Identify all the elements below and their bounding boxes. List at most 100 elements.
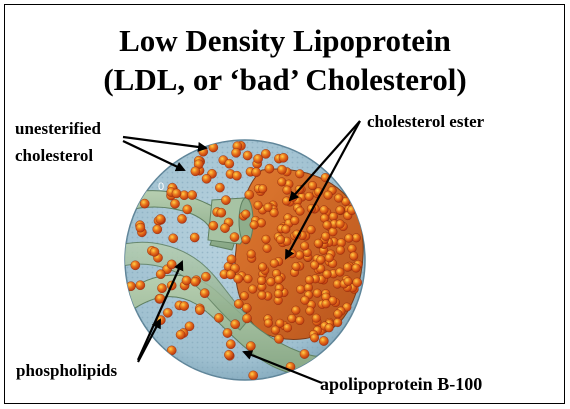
lipid-sphere [282, 185, 292, 195]
lipid-sphere [263, 318, 273, 328]
lipid-sphere [201, 173, 212, 184]
lipid-sphere [232, 170, 242, 181]
lipid-sphere [248, 284, 258, 294]
lipid-sphere [295, 206, 305, 216]
lipid-sphere [319, 205, 329, 215]
lipid-sphere [261, 234, 271, 244]
lipid-sphere [258, 262, 268, 272]
lipid-sphere [230, 319, 240, 330]
lipid-sphere [269, 208, 279, 218]
lipid-sphere [253, 153, 263, 164]
lipid-sphere [277, 164, 287, 175]
lipid-sphere [274, 334, 284, 344]
lipid-sphere [226, 254, 237, 265]
lipid-sphere [269, 258, 279, 268]
lipid-sphere [335, 219, 345, 229]
lipid-sphere [187, 190, 197, 200]
lipid-sphere [208, 220, 219, 231]
lipid-sphere [291, 262, 301, 272]
lipid-sphere [239, 291, 249, 301]
lipid-sphere [296, 284, 306, 294]
lipid-sphere [290, 216, 300, 226]
lipid-sphere [304, 275, 314, 285]
lipid-sphere [308, 181, 318, 191]
label-apolipoprotein: apolipoprotein B-100 [320, 374, 483, 394]
lipid-sphere [281, 224, 291, 234]
lipid-sphere [318, 336, 329, 346]
title-line-1: Low Density Lipoprotein [119, 23, 451, 58]
lipid-sphere [189, 232, 200, 243]
lipid-sphere [323, 190, 333, 200]
lipid-sphere [242, 313, 252, 324]
lipid-sphere [270, 325, 280, 335]
lipid-sphere [224, 349, 234, 360]
lipid-sphere [335, 245, 345, 255]
lipid-sphere [225, 269, 236, 280]
lipid-sphere [231, 147, 241, 158]
lipid-sphere [283, 323, 293, 333]
lipid-sphere [253, 200, 263, 210]
lipid-sphere [278, 152, 289, 163]
lipid-sphere [249, 220, 259, 230]
lipid-sphere [199, 288, 210, 299]
lipid-sphere [171, 188, 182, 199]
lipid-sphere [175, 329, 186, 340]
lipid-sphere [313, 238, 323, 248]
lipid-sphere [328, 227, 338, 237]
lipid-sphere [257, 276, 267, 286]
lipid-sphere [264, 163, 275, 174]
arrow-cholesterol-ester-1 [288, 120, 361, 202]
lipid-sphere [306, 225, 316, 235]
lipid-sphere [246, 249, 256, 259]
lipid-sphere [305, 306, 315, 316]
lipid-sphere [166, 259, 177, 270]
lipid-sphere [310, 333, 320, 343]
lipid-sphere [335, 267, 345, 277]
lipid-sphere [166, 345, 177, 356]
arrow-cholesterol-ester-2 [285, 120, 361, 260]
lipid-sphere [273, 289, 283, 299]
lipid-sphere [182, 204, 193, 215]
lipid-sphere [295, 250, 305, 260]
lipid-sphere [351, 263, 361, 273]
lipid-sphere [155, 269, 166, 280]
lipid-sphere [152, 224, 163, 235]
arrow-apolipoprotein [242, 350, 323, 385]
lipid-sphere [260, 149, 271, 159]
lipid-sphere [251, 167, 262, 177]
arrow-phospholipids-1 [136, 260, 184, 361]
lipid-sphere [344, 233, 354, 243]
lipid-sphere [221, 195, 231, 205]
lipid-sphere [263, 202, 273, 212]
lipid-sphere [184, 321, 195, 332]
lipid-sphere [139, 198, 150, 209]
lipid-sphere [225, 339, 236, 350]
lipid-sphere [216, 207, 227, 218]
lipid-sphere [266, 277, 276, 287]
lipid-sphere [322, 269, 332, 279]
lipid-sphere [170, 198, 180, 209]
label-arrows [122, 120, 361, 385]
label-phospholipids: phospholipids [16, 361, 118, 380]
lipid-sphere [168, 233, 178, 244]
lipid-sphere [291, 305, 301, 315]
lipid-sphere [333, 318, 343, 328]
label-unesterified: unesterified [15, 119, 101, 138]
lipid-sphere [208, 142, 219, 153]
stray-mark: 0 [158, 181, 164, 193]
lipid-sphere [274, 275, 284, 285]
lipid-sphere [324, 253, 334, 263]
lipid-sphere [334, 193, 344, 203]
lipid-sphere [346, 205, 357, 215]
lipid-sphere [220, 223, 230, 233]
lipid-sphere [190, 276, 200, 287]
lipid-sphere [343, 262, 353, 272]
lipid-sphere [241, 209, 251, 219]
lipid-sphere [135, 280, 146, 291]
title-line-2: (LDL, or ‘bad’ Cholesterol) [103, 62, 467, 97]
lipid-sphere [130, 260, 141, 271]
lipid-sphere [135, 222, 146, 233]
lipid-sphere [335, 205, 345, 215]
